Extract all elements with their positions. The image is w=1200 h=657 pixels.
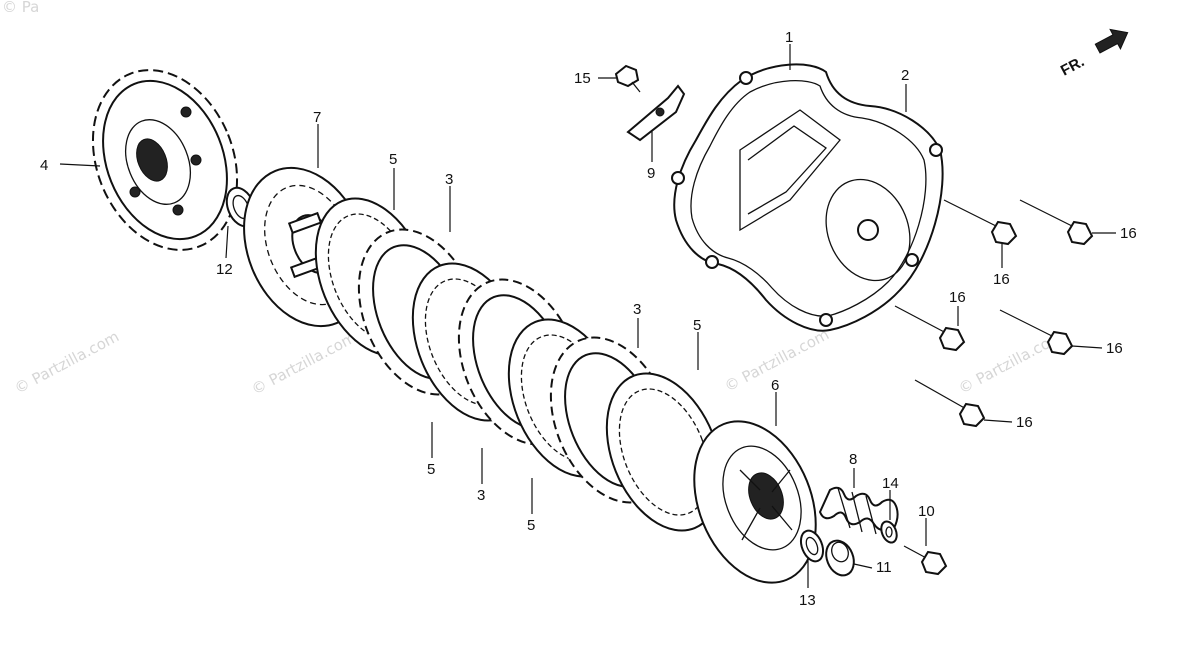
clutch-lifter-plate bbox=[626, 84, 686, 142]
lock-nut bbox=[825, 539, 855, 577]
callout-labels: 1 2 3 3 3 4 5 5 5 5 6 7 8 9 10 11 12 13 … bbox=[40, 29, 1137, 609]
lock-washer bbox=[799, 529, 825, 563]
callout-9: 9 bbox=[647, 165, 655, 182]
cover-bolt bbox=[943, 199, 1018, 246]
spring-bolt bbox=[903, 545, 948, 576]
callout-16: 16 bbox=[1106, 340, 1123, 357]
callout-1: 1 bbox=[785, 29, 793, 46]
callout-16: 16 bbox=[1016, 414, 1033, 431]
callout-16: 16 bbox=[993, 271, 1010, 288]
callout-16: 16 bbox=[949, 289, 966, 306]
clutch-plate-stack bbox=[314, 197, 723, 532]
leader-lines bbox=[59, 44, 1116, 588]
arrow-icon bbox=[1094, 28, 1129, 54]
callout-5: 5 bbox=[389, 151, 397, 168]
callout-6: 6 bbox=[771, 377, 779, 394]
callout-8: 8 bbox=[849, 451, 857, 468]
callout-3: 3 bbox=[445, 171, 453, 188]
callout-11: 11 bbox=[876, 559, 892, 576]
callout-16: 16 bbox=[1120, 225, 1137, 242]
spring-washer bbox=[880, 520, 898, 544]
callout-13: 13 bbox=[799, 592, 816, 609]
callout-10: 10 bbox=[918, 503, 935, 520]
clutch-spring bbox=[818, 486, 899, 535]
front-direction-marker: FR. bbox=[1058, 28, 1129, 80]
callout-2: 2 bbox=[901, 67, 909, 84]
front-label: FR. bbox=[1058, 53, 1087, 79]
callout-5: 5 bbox=[427, 461, 435, 478]
callout-3: 3 bbox=[633, 301, 641, 318]
callout-14: 14 bbox=[882, 475, 899, 492]
callout-5: 5 bbox=[527, 517, 535, 534]
callout-15: 15 bbox=[574, 70, 591, 87]
clutch-cover bbox=[671, 63, 944, 332]
callout-4: 4 bbox=[40, 157, 48, 174]
watermark: © Partzilla.com bbox=[248, 328, 359, 398]
callout-3: 3 bbox=[477, 487, 485, 504]
cover-bolt bbox=[894, 305, 966, 352]
cover-bolt bbox=[999, 309, 1074, 356]
clutch-outer-gear bbox=[91, 69, 239, 251]
pressure-plate bbox=[693, 420, 817, 584]
small-bolt bbox=[614, 64, 641, 93]
callout-12: 12 bbox=[216, 261, 233, 278]
cover-bolt bbox=[914, 379, 986, 428]
watermark-top-left: © Pa bbox=[2, 0, 39, 16]
watermark: © Partzilla.com bbox=[11, 327, 122, 397]
callout-7: 7 bbox=[313, 109, 321, 126]
cover-bolt bbox=[1019, 199, 1094, 246]
cover-bolts bbox=[894, 199, 1094, 428]
callout-5: 5 bbox=[693, 317, 701, 334]
